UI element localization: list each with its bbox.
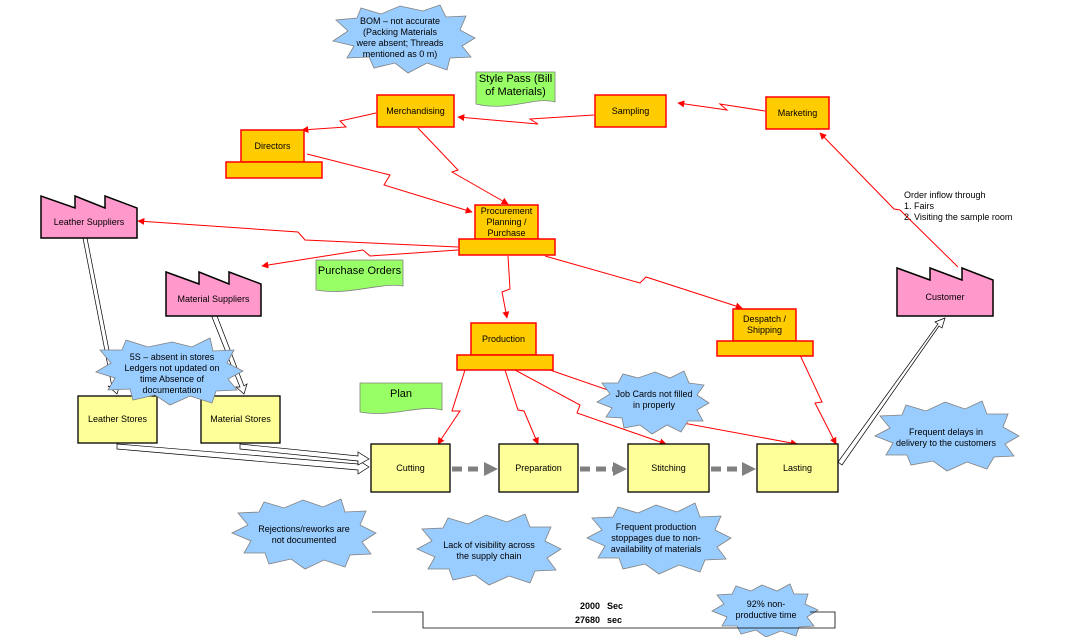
material-flow-arrows xyxy=(82,237,946,475)
bom-text: BOM – not accurate (Packing Materials we… xyxy=(356,16,444,59)
flow-merchandising-to-procurement xyxy=(417,127,509,205)
plan-doc xyxy=(359,382,443,414)
marketing-box xyxy=(765,96,830,130)
flow-despatch-to-lasting xyxy=(799,354,837,445)
despatch-box-base xyxy=(716,340,814,357)
leather-stores-label: Leather Stores xyxy=(87,414,148,424)
material-arrow-leather-suppliers-to-stores xyxy=(82,237,121,395)
frequent-delays-text: Frequent delays in delivery to the custo… xyxy=(895,427,997,448)
visibility-burst xyxy=(416,513,562,586)
production-box-top xyxy=(470,322,537,356)
material-stores-label: Material Stores xyxy=(210,414,271,424)
timeline-line xyxy=(372,611,836,629)
bom-burst xyxy=(332,4,476,74)
style-pass-doc xyxy=(475,71,556,107)
order-inflow-line-2: 1. Fairs xyxy=(904,201,935,211)
purchase-orders-label: Purchase Orders xyxy=(317,264,402,277)
plan-label: Plan xyxy=(389,387,413,400)
flow-production-to-preparation xyxy=(504,369,539,445)
timeline-value-1: 2000 xyxy=(580,601,601,611)
timeline xyxy=(372,611,836,629)
lasting-label: Lasting xyxy=(782,462,813,473)
job-cards-text: Job Cards not filled in properly xyxy=(615,389,693,410)
production-label: Production xyxy=(481,333,526,344)
visibility-text: Lack of visibility across the supply cha… xyxy=(443,540,535,561)
flow-procurement-to-despatch xyxy=(544,255,743,310)
material-arrow-lasting-to-customer xyxy=(837,317,946,466)
fives-burst xyxy=(95,337,244,406)
customer-label: Customer xyxy=(925,291,965,302)
non-productive-text: 92% non-productive time xyxy=(735,599,797,620)
marketing-label: Marketing xyxy=(777,107,818,118)
stoppages-text: Frequent production stoppages due to non… xyxy=(610,521,702,554)
merchandising-label: Merchandising xyxy=(386,105,445,116)
rejections-burst xyxy=(231,498,377,570)
document-shapes xyxy=(315,71,556,414)
flow-procurement-to-leather-suppliers xyxy=(137,217,459,248)
timeline-unit-1: Sec xyxy=(607,601,624,611)
preparation-box xyxy=(498,443,579,493)
frequent-delays-burst xyxy=(874,400,1020,472)
rejections-text: Rejections/reworks are not documented xyxy=(258,524,350,545)
style-pass-label: Style Pass (Bill of Materials) xyxy=(478,73,553,98)
procurement-label: Procurement Planning / Purchase xyxy=(480,205,533,238)
preparation-label: Preparation xyxy=(515,462,562,473)
job-cards-burst xyxy=(596,370,710,435)
flow-customer-to-marketing xyxy=(819,132,959,268)
despatch-label: Despatch / Shipping xyxy=(742,314,787,335)
stoppages-burst xyxy=(586,502,732,575)
leather-suppliers-shape xyxy=(40,194,138,239)
push-arrow-heads xyxy=(484,462,756,476)
push-arrow-head-1 xyxy=(484,462,498,476)
flow-production-to-stitching xyxy=(514,369,667,446)
directors-box-top xyxy=(240,129,305,163)
yellow-boxes xyxy=(77,395,839,493)
order-inflow-line-3: 2. Visiting the sample room xyxy=(904,212,1013,222)
purchase-orders-doc xyxy=(315,259,404,292)
lasting-box xyxy=(756,443,839,493)
order-inflow-line-1: Order inflow through xyxy=(904,190,986,200)
directors-label: Directors xyxy=(254,140,291,151)
flow-merchandising-to-directors xyxy=(301,112,377,134)
cutting-label: Cutting xyxy=(396,462,425,473)
sampling-label: Sampling xyxy=(611,105,650,116)
leather-stores-box xyxy=(77,395,158,444)
bursts xyxy=(95,4,1020,637)
material-suppliers-shape xyxy=(165,270,262,317)
timeline-value-2: 27680 xyxy=(575,615,601,625)
stitching-label: Stitching xyxy=(651,462,686,473)
leather-suppliers-label: Leather Suppliers xyxy=(53,216,125,227)
flow-sampling-to-merchandising xyxy=(457,114,595,125)
cutting-box xyxy=(370,443,451,493)
flow-directors-to-procurement xyxy=(306,153,473,214)
material-arrow-material-stores-to-cutting xyxy=(239,443,370,466)
flow-marketing-to-sampling xyxy=(677,100,766,112)
flow-production-to-cutting xyxy=(437,369,466,445)
push-arrow-head-2 xyxy=(613,462,627,476)
material-suppliers-label: Material Suppliers xyxy=(177,293,250,304)
flow-procurement-to-production xyxy=(501,255,511,319)
directors-box-base xyxy=(225,161,323,179)
timeline-unit-2: sec xyxy=(607,615,623,625)
procurement-box-base xyxy=(458,238,556,256)
push-arrow-head-3 xyxy=(742,462,756,476)
orange-boxes xyxy=(225,94,830,371)
material-stores-box xyxy=(200,395,281,444)
sampling-box xyxy=(594,94,667,128)
customer-shape xyxy=(896,266,994,317)
non-productive-burst xyxy=(711,583,819,637)
flow-procurement-to-material-suppliers xyxy=(261,249,459,269)
stitching-box xyxy=(627,443,710,493)
fives-text: 5S – absent in stores Ledgers not update… xyxy=(124,352,220,395)
merchandising-box xyxy=(376,94,455,128)
factories xyxy=(40,194,994,317)
production-box-base xyxy=(456,354,554,371)
